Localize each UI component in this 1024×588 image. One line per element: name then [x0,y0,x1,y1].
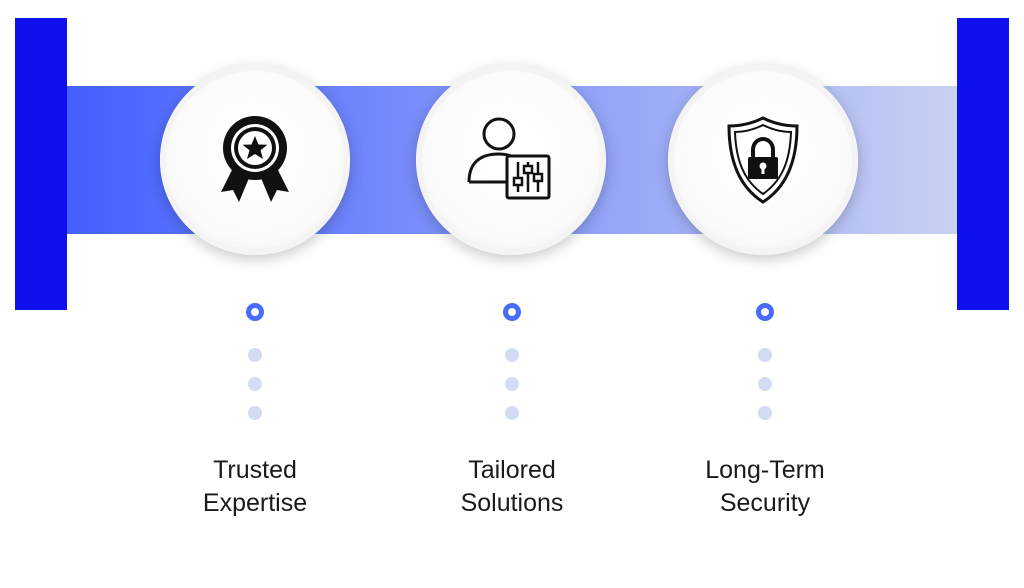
step-3-circle [668,65,858,255]
left-accent-bar [15,18,67,310]
step-2-label-line2: Solutions [460,489,564,517]
step-3-label-line2: Security [719,489,811,517]
step-3-label-line1: Long-Term [705,456,825,484]
step-1-marker [246,303,264,321]
step-3-marker [756,303,774,321]
right-accent-bar [957,18,1009,310]
step-1-label-line2: Expertise [202,489,308,517]
step-1-dot [248,406,262,420]
step-2-label-line1: Tailored [468,456,556,484]
award-ribbon-icon [221,116,289,202]
step-3-dot [758,348,772,362]
step-3-dot [758,377,772,391]
step-2-dot [505,348,519,362]
step-2-label: Tailored Solutions [402,454,622,520]
shield-lock-icon [727,116,799,204]
step-2-dot [505,406,519,420]
step-3-label: Long-Term Security [655,454,875,520]
step-1-dot [248,348,262,362]
step-3-dot [758,406,772,420]
step-2-circle [416,65,606,255]
user-settings-icon [467,117,551,200]
step-1-circle [160,65,350,255]
step-2-marker [503,303,521,321]
step-2-dot [505,377,519,391]
step-1-label: Trusted Expertise [145,454,365,520]
step-1-dot [248,377,262,391]
step-1-label-line1: Trusted [213,456,297,484]
